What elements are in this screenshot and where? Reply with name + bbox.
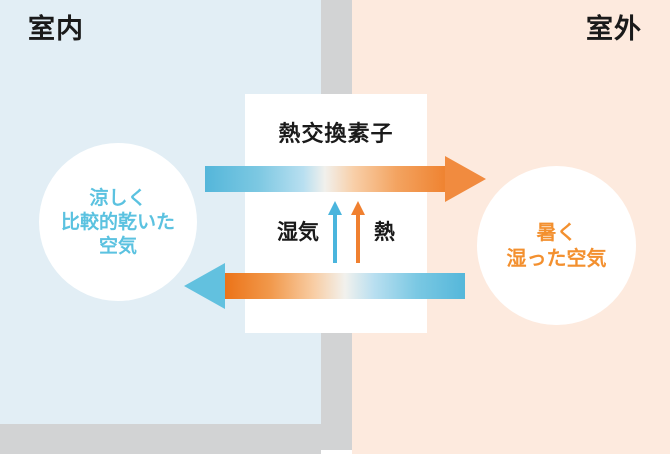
heat-exchange-element-title: 熱交換素子 [278,122,394,147]
heat-label: 熱 [374,219,395,244]
moisture-label: 湿気 [277,219,319,244]
incoming-airflow-arrowhead-icon [184,263,225,309]
moisture-up-arrow-icon [328,201,342,263]
indoor-air-circle: 涼しく 比較的乾いた 空気 [39,143,197,301]
outgoing-airflow-arrowhead-icon [445,156,486,202]
outgoing-airflow-arrow [205,156,486,202]
outgoing-airflow-gradient-bar [205,166,445,192]
indoor-air-line-1: 涼しく [89,186,147,209]
indoor-label: 室内 [28,14,84,45]
indoor-air-line-2: 比較的乾いた [60,210,175,233]
incoming-airflow-gradient-bar [225,273,465,299]
outdoor-air-line-2: 湿った空気 [506,245,607,270]
moisture-arrow-shaft [333,215,337,263]
indoor-floor [0,424,321,454]
heat-arrow-shaft [356,215,360,263]
heat-arrow-head [351,201,365,215]
moisture-arrow-head [328,201,342,215]
outdoor-air-line-1: 暑く [536,219,577,244]
indoor-air-line-3: 空気 [98,235,137,258]
outdoor-label: 室外 [586,14,642,45]
incoming-airflow-arrow [184,263,465,309]
transfer-indicators: 湿気 熱 [245,199,427,265]
heat-up-arrow-icon [351,201,365,263]
outdoor-air-circle: 暑く 湿った空気 [477,166,636,325]
